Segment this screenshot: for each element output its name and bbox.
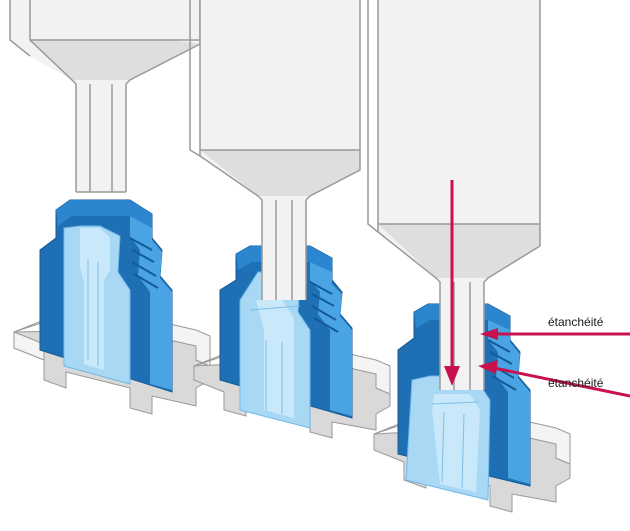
inner-chamber-3 bbox=[405, 375, 491, 501]
syringe-3 bbox=[367, 0, 541, 390]
insertion-arrow bbox=[444, 180, 460, 386]
syringe-2 bbox=[189, 0, 361, 300]
panel-2 bbox=[189, 0, 391, 439]
seal-arrow-lower bbox=[478, 360, 630, 398]
panel-3: étanchéité étanchéité bbox=[367, 0, 630, 513]
seal-arrow-upper bbox=[480, 328, 630, 340]
inner-chamber-1 bbox=[63, 225, 131, 385]
inner-chamber-2 bbox=[239, 271, 311, 429]
seal-label-lower: étanchéité bbox=[548, 376, 604, 390]
syringe-1 bbox=[9, 0, 201, 193]
panel-1 bbox=[9, 0, 211, 415]
seal-label-upper: étanchéité bbox=[548, 315, 604, 329]
